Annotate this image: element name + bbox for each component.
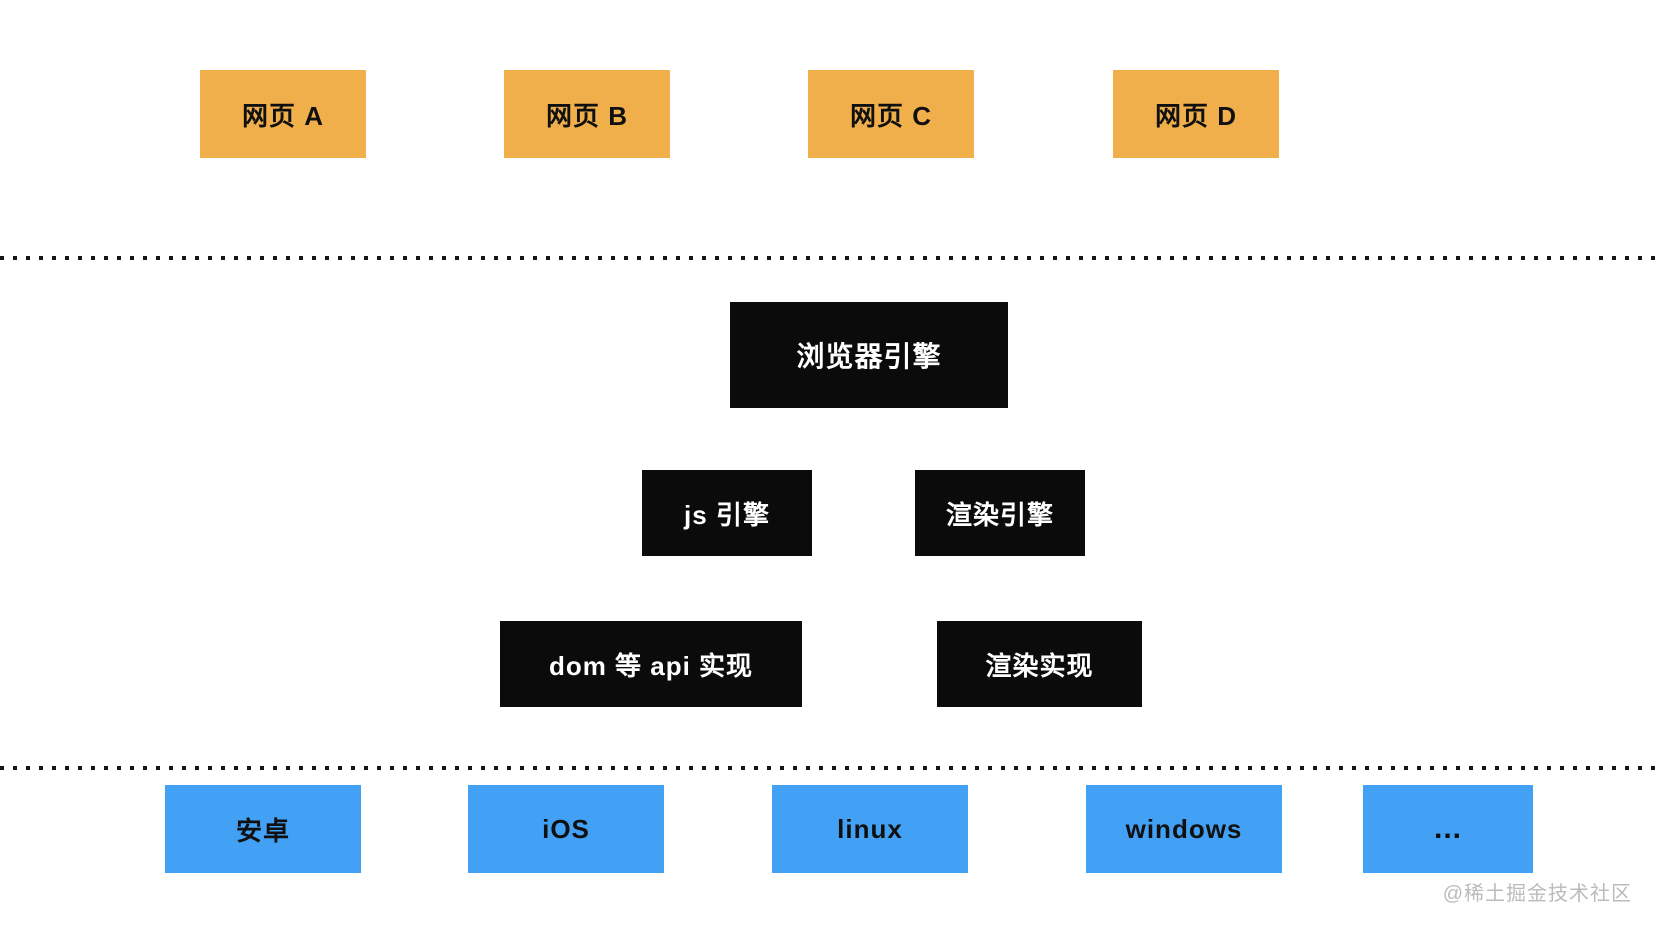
- watermark: @稀土掘金技术社区: [1442, 883, 1632, 905]
- render-engine-box: 渲染引擎: [915, 470, 1085, 556]
- os-ios-box: iOS: [468, 785, 664, 873]
- os-more-box: ...: [1363, 785, 1533, 873]
- webpage-c-box: 网页 C: [808, 70, 974, 158]
- webpage-d-box: 网页 D: [1113, 70, 1279, 158]
- webpage-b-box: 网页 B: [504, 70, 670, 158]
- dotted-divider-bottom: [0, 766, 1656, 770]
- browser-engine-box: 浏览器引擎: [730, 302, 1008, 408]
- os-android-box: 安卓: [165, 785, 361, 873]
- dom-api-implementation-box: dom 等 api 实现: [500, 621, 802, 707]
- dotted-divider-top: [0, 256, 1656, 260]
- os-windows-box: windows: [1086, 785, 1282, 873]
- os-linux-box: linux: [772, 785, 968, 873]
- js-engine-box: js 引擎: [642, 470, 812, 556]
- render-implementation-box: 渲染实现: [937, 621, 1142, 707]
- webpage-a-box: 网页 A: [200, 70, 366, 158]
